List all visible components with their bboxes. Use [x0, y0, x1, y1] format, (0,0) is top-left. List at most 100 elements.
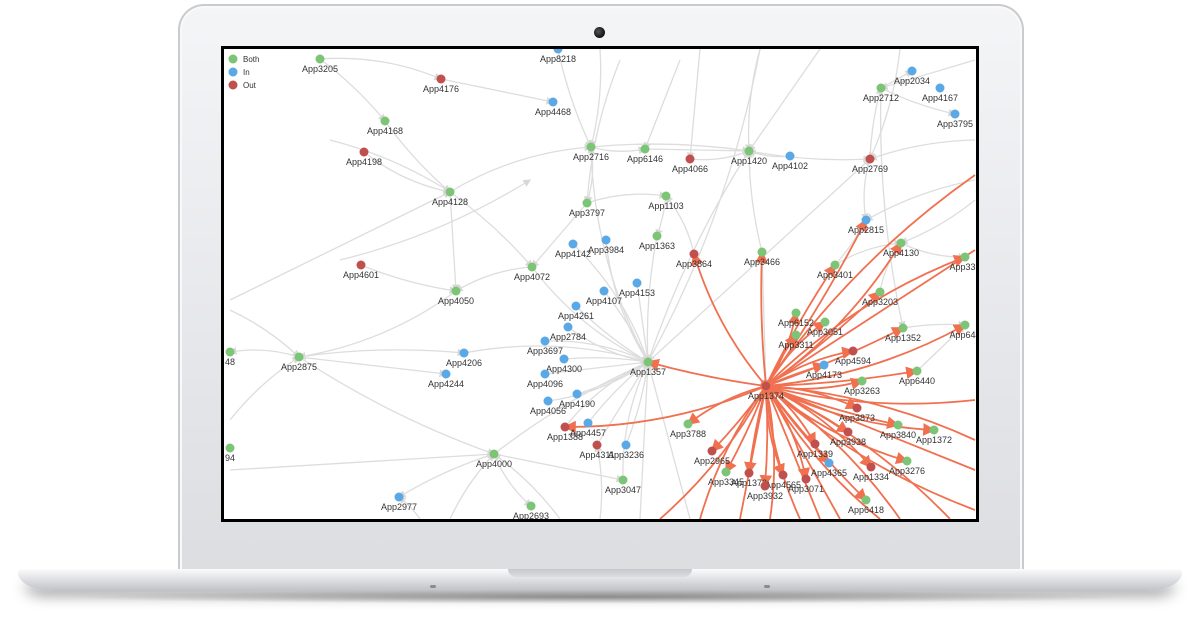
graph-node[interactable]: [225, 347, 235, 357]
graph-node[interactable]: [618, 475, 628, 485]
graph-node[interactable]: [744, 468, 754, 478]
graph-node[interactable]: [896, 238, 906, 248]
graph-node[interactable]: [445, 187, 455, 197]
graph-node[interactable]: [560, 422, 570, 432]
graph-edge: [360, 264, 458, 294]
graph-edge: [594, 443, 603, 519]
node-label: App4050: [438, 296, 474, 306]
graph-node[interactable]: [356, 260, 366, 270]
graph-node[interactable]: [661, 191, 671, 201]
graph-node[interactable]: [394, 492, 404, 502]
graph-node[interactable]: [912, 366, 922, 376]
graph-node[interactable]: [568, 239, 578, 249]
graph-node[interactable]: [929, 425, 939, 435]
graph-node[interactable]: [861, 215, 871, 225]
graph-node[interactable]: [902, 456, 912, 466]
node-label: App2769: [852, 164, 888, 174]
graph-node[interactable]: [225, 443, 235, 453]
graph-node[interactable]: [572, 389, 582, 399]
graph-node[interactable]: [526, 501, 536, 511]
graph-node[interactable]: [632, 278, 642, 288]
graph-node[interactable]: [540, 369, 550, 379]
graph-node[interactable]: [852, 403, 862, 413]
graph-node[interactable]: [643, 357, 653, 367]
graph-node[interactable]: [801, 474, 811, 484]
graph-node[interactable]: [875, 287, 885, 297]
graph-node[interactable]: [707, 446, 717, 456]
graph-node[interactable]: [441, 369, 451, 379]
graph-node[interactable]: [820, 317, 830, 327]
graph-node[interactable]: [760, 481, 770, 491]
graph-node[interactable]: [689, 249, 699, 259]
graph-node[interactable]: [843, 427, 853, 437]
graph-node[interactable]: [866, 462, 876, 472]
graph-node[interactable]: [824, 458, 834, 468]
graph-node[interactable]: [960, 252, 970, 262]
graph-node[interactable]: [586, 142, 596, 152]
graph-node[interactable]: [451, 286, 461, 296]
graph-node[interactable]: [315, 54, 325, 64]
graph-node[interactable]: [380, 116, 390, 126]
graph-node[interactable]: [599, 286, 609, 296]
graph-node[interactable]: [601, 235, 611, 245]
highlighted-edge: [755, 250, 768, 387]
graph-node[interactable]: [571, 301, 581, 311]
legend-label: In: [243, 68, 250, 77]
node-label: App1352: [885, 333, 921, 343]
graph-node[interactable]: [543, 396, 553, 406]
highlighted-edge: [765, 385, 881, 519]
graph-node[interactable]: [757, 247, 767, 257]
graph-node[interactable]: [553, 49, 563, 54]
graph-node[interactable]: [621, 440, 631, 450]
graph-node[interactable]: [294, 352, 304, 362]
graph-edge: [575, 305, 650, 363]
graph-node[interactable]: [582, 198, 592, 208]
node-label: App3311: [778, 340, 813, 350]
graph-node[interactable]: [893, 420, 903, 430]
graph-node[interactable]: [527, 262, 537, 272]
graph-node[interactable]: [861, 495, 871, 505]
graph-edge: [869, 49, 901, 161]
graph-node[interactable]: [436, 74, 446, 84]
graph-node[interactable]: [721, 467, 731, 477]
graph-node[interactable]: [640, 144, 650, 154]
graph-node[interactable]: [907, 66, 917, 76]
graph-node[interactable]: [683, 419, 693, 429]
graph-node[interactable]: [685, 154, 695, 164]
node-label: App2977: [381, 502, 417, 512]
graph-node[interactable]: [760, 380, 772, 392]
graph-node[interactable]: [830, 260, 840, 270]
graph-node[interactable]: [459, 348, 469, 358]
graph-node[interactable]: [359, 147, 369, 157]
node-label: App6440: [899, 376, 935, 386]
graph-node[interactable]: [791, 330, 801, 340]
graph-node[interactable]: [810, 439, 820, 449]
graph-node[interactable]: [592, 440, 602, 450]
graph-node[interactable]: [876, 83, 886, 93]
graph-node[interactable]: [935, 83, 945, 93]
node-label: App4601: [343, 270, 379, 280]
graph-node[interactable]: [540, 336, 550, 346]
node-label: App3071: [788, 484, 824, 494]
graph-node[interactable]: [785, 151, 795, 161]
graph-node[interactable]: [652, 231, 662, 241]
graph-node[interactable]: [548, 97, 558, 107]
graph-node[interactable]: [960, 320, 970, 330]
graph-node[interactable]: [791, 308, 801, 318]
graph-node[interactable]: [563, 322, 573, 332]
network-graph-canvas[interactable]: App3205App8218App4176App4468App4168App41…: [224, 49, 976, 519]
graph-node[interactable]: [778, 470, 788, 480]
graph-node[interactable]: [489, 449, 499, 459]
graph-node[interactable]: [559, 354, 569, 364]
graph-node[interactable]: [744, 146, 754, 156]
graph-node[interactable]: [583, 418, 593, 428]
highlighted-edge: [725, 385, 767, 474]
graph-node[interactable]: [848, 346, 858, 356]
graph-node[interactable]: [865, 154, 875, 164]
graph-node[interactable]: [898, 323, 908, 333]
graph-node[interactable]: [950, 109, 960, 119]
graph-node[interactable]: [857, 376, 867, 386]
graph-node[interactable]: [819, 360, 829, 370]
node-label: App3276: [889, 466, 925, 476]
